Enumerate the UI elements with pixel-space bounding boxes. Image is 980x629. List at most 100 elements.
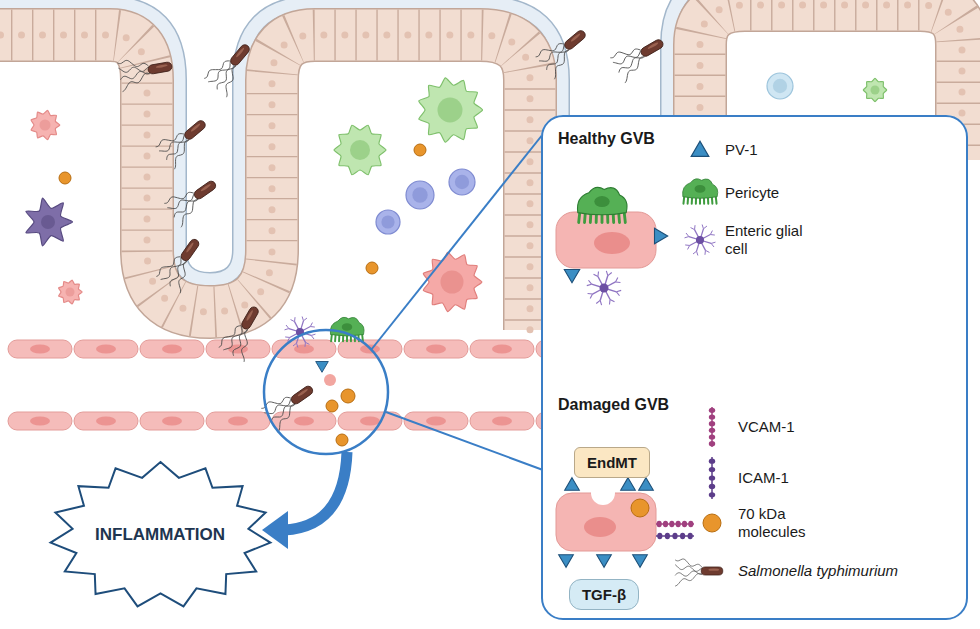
endothelial-cell xyxy=(470,412,534,430)
endothelial-cell xyxy=(140,412,204,430)
adhesion-molecule xyxy=(656,521,694,527)
healthy-endothelium xyxy=(594,232,630,254)
endothelial-cell xyxy=(206,412,270,430)
glial-cell xyxy=(294,317,296,321)
endothelial-cell xyxy=(74,412,138,430)
legend-label: PV-1 xyxy=(725,141,758,159)
zoom-content xyxy=(261,317,364,446)
adhesion-molecule xyxy=(709,459,715,464)
endothelial-cell xyxy=(30,417,50,426)
blood-vessel xyxy=(8,340,600,430)
endothelial-cell xyxy=(426,417,446,426)
molecule xyxy=(326,400,338,412)
bacterium xyxy=(120,73,152,92)
glial-cell xyxy=(702,225,703,229)
pv1-triangle xyxy=(633,555,648,568)
endothelial-cell xyxy=(140,340,204,358)
immune-cell xyxy=(40,120,51,131)
endothelial-cell xyxy=(470,412,534,430)
glial-cell xyxy=(615,281,620,283)
immune-cell xyxy=(334,125,386,174)
endothelial-cell xyxy=(8,412,72,430)
glial-cell xyxy=(587,271,621,305)
legend-label: ICAM-1 xyxy=(738,469,789,487)
bacterium xyxy=(171,196,199,218)
starburst: INFLAMMATION xyxy=(48,460,273,610)
glial-cell xyxy=(594,274,598,276)
box-label: EndMT xyxy=(587,453,637,472)
immune-cell xyxy=(66,288,75,297)
bacterium xyxy=(167,190,196,213)
glial-cell xyxy=(711,243,714,247)
adhesion-molecule xyxy=(711,407,713,447)
endothelial-cell xyxy=(162,345,182,354)
bacterium xyxy=(190,123,201,133)
bacterium xyxy=(610,30,671,83)
pv1-triangle xyxy=(597,555,612,568)
molecule xyxy=(336,434,348,446)
legend-label: Pericyte xyxy=(725,184,779,202)
adhesion-molecule xyxy=(709,421,715,426)
bacterium xyxy=(229,43,251,67)
glial-cell xyxy=(286,325,289,329)
molecule xyxy=(631,499,649,517)
endothelial-cell xyxy=(426,345,446,354)
pericyte xyxy=(577,187,627,214)
bacterium xyxy=(165,139,197,169)
bacterium xyxy=(261,377,322,432)
endothelial-cell xyxy=(96,345,116,354)
bacterium xyxy=(708,568,719,570)
glial-cell xyxy=(693,251,697,254)
endothelial-cell xyxy=(206,340,270,358)
endothelial-cell xyxy=(206,412,270,430)
bacterium xyxy=(214,63,238,90)
intestinal-epithelium xyxy=(0,35,530,330)
glial-cell xyxy=(291,320,295,322)
endothelial-cell xyxy=(360,417,380,426)
immune-cell xyxy=(26,198,73,246)
adhesion-molecule xyxy=(657,533,662,539)
intestinal-epithelium xyxy=(0,35,530,330)
glial-cell xyxy=(588,280,591,284)
glial-cell xyxy=(293,343,297,346)
glial-cell xyxy=(285,329,289,330)
immune-cell xyxy=(419,78,483,142)
immune-cell xyxy=(441,271,464,294)
endothelial-cell xyxy=(8,412,72,430)
pv1-triangle xyxy=(559,555,574,568)
glial-cell xyxy=(302,317,303,321)
immune-cell xyxy=(438,98,463,123)
pericyte xyxy=(683,179,718,198)
bacterium xyxy=(268,401,296,423)
bacterium xyxy=(675,565,702,572)
glial-cell xyxy=(297,343,298,347)
bacterium xyxy=(647,42,659,50)
immune-cell xyxy=(26,198,73,246)
bacterium xyxy=(120,70,151,81)
glial-cell xyxy=(311,335,314,339)
glial-cell xyxy=(704,250,706,254)
endothelial-cell xyxy=(294,417,314,426)
endothelial-cell xyxy=(272,412,336,430)
immune-cell xyxy=(41,215,55,229)
legend-label: 70 kDa molecules xyxy=(738,505,820,541)
endothelial-cell xyxy=(404,412,468,430)
glial-cell xyxy=(587,284,592,285)
bacterium xyxy=(570,33,581,43)
adhesion-molecule xyxy=(709,414,715,419)
endothelial-cell xyxy=(470,340,534,358)
endothelial-cell xyxy=(162,417,182,426)
round-cell xyxy=(406,181,434,209)
bacterium xyxy=(563,29,587,51)
immune-cell xyxy=(31,110,60,139)
immune-cell xyxy=(59,280,83,304)
bacterium xyxy=(169,261,198,294)
adhesion-molecule xyxy=(709,475,715,480)
adhesion-molecule xyxy=(656,533,694,539)
pericyte xyxy=(342,323,353,331)
glial-cell xyxy=(310,323,312,327)
glial-cell xyxy=(710,231,712,235)
round-cell xyxy=(767,73,793,99)
glial-cell xyxy=(311,334,315,335)
cell-fragment xyxy=(324,374,336,386)
